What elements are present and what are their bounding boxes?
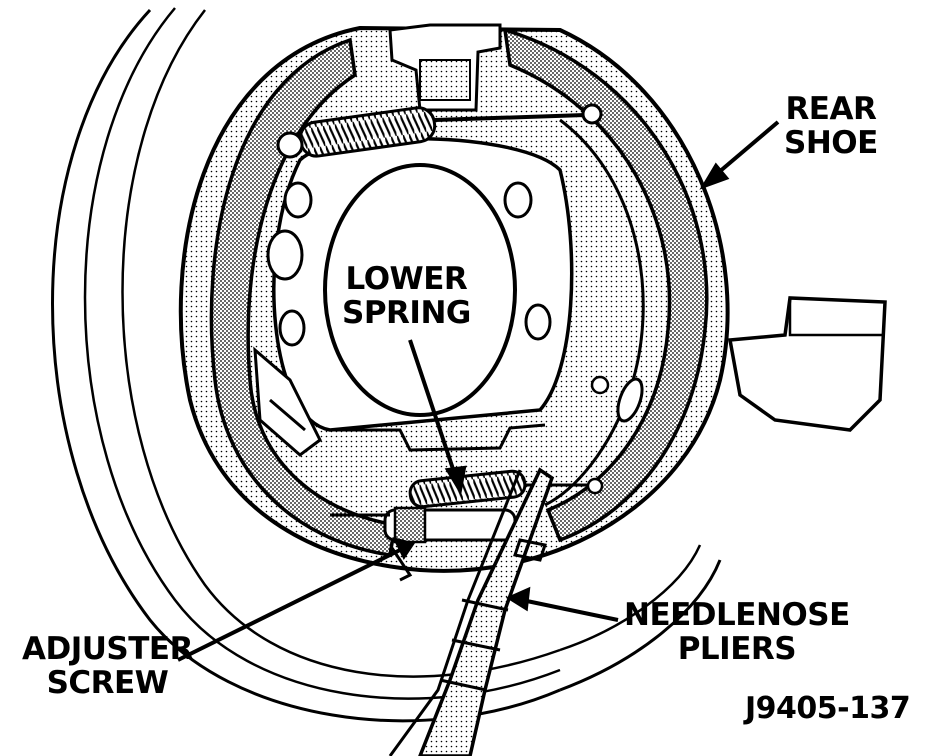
figure-id: J9405-137 <box>745 691 911 726</box>
adjuster-screw-label-line-1: ADJUSTER <box>22 631 193 667</box>
rear-shoe-label-line-2: SHOE <box>784 125 878 161</box>
adjuster-screw <box>330 506 517 544</box>
rear-shoe-label: REAR SHOE <box>784 92 878 160</box>
adjuster-screw-label: ADJUSTER SCREW <box>22 632 193 700</box>
needlenose-pliers-label-line-2: PLIERS <box>677 631 797 667</box>
upper-spring <box>276 103 603 159</box>
lower-spring <box>408 469 604 509</box>
rear-shoe-label-line-1: REAR <box>785 91 877 127</box>
drum-rings <box>51 7 722 723</box>
hub-flange <box>266 136 644 452</box>
lower-spring-label: LOWER SPRING <box>342 262 471 330</box>
needlenose-pliers-label-line-1: NEEDLENOSE <box>624 597 850 633</box>
adjuster-screw-label-line-2: SCREW <box>46 665 169 701</box>
anchor-pin <box>388 23 502 112</box>
leader-arrows <box>177 120 780 662</box>
hold-down-clip <box>253 346 322 457</box>
rear-shoe <box>502 27 709 543</box>
lower-spring-label-line-1: LOWER <box>345 261 468 297</box>
needlenose-pliers-label: NEEDLENOSE PLIERS <box>624 598 850 666</box>
shoe-retainer <box>390 538 547 582</box>
lower-spring-label-line-2: SPRING <box>342 295 471 331</box>
